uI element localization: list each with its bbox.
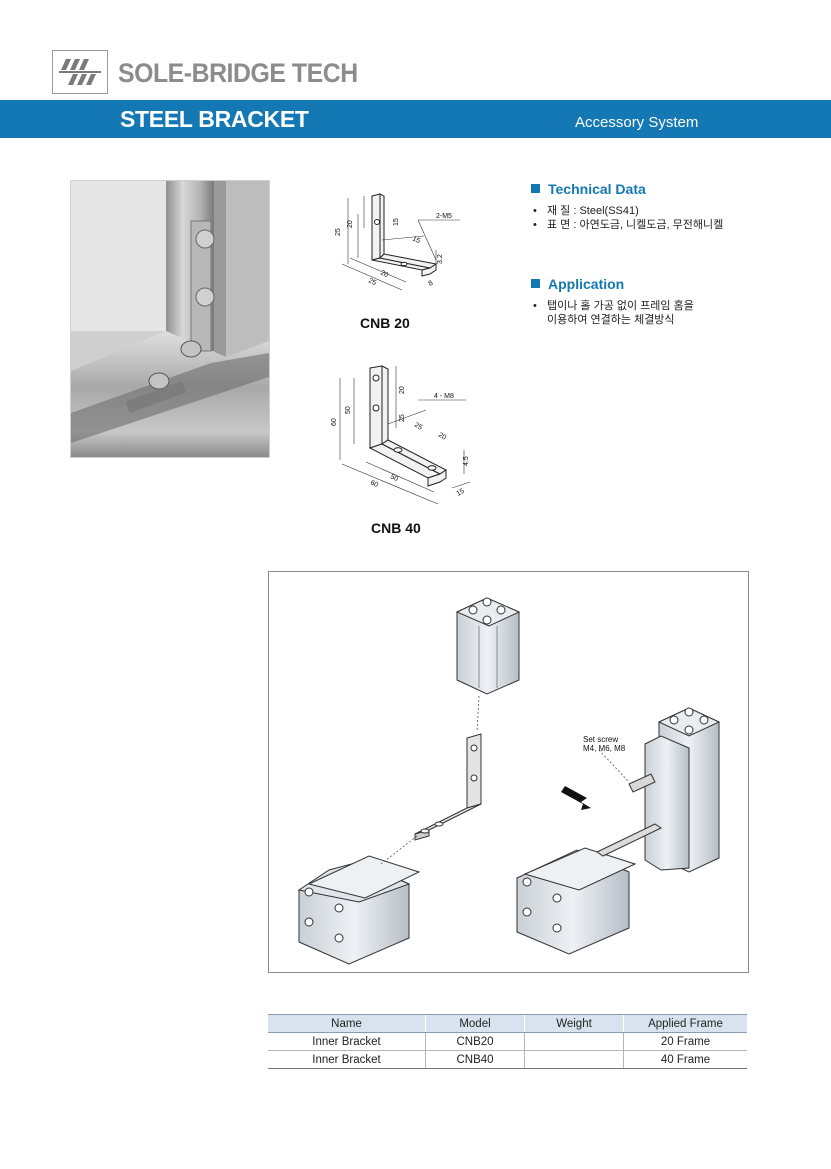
cnb20-drawing: 25 20 15 15 2-M5 3.2 20 25 8 <box>335 193 460 291</box>
cnb40-drawing: 60 50 20 25 25 4 - M8 20 4.5 60 50 15 <box>331 365 471 504</box>
arrow-icon <box>561 786 591 810</box>
cell-model: CNB20 <box>425 1032 525 1051</box>
brand-name: SOLE-BRIDGE TECH <box>118 58 358 88</box>
cnb20-dim-f: 3.2 <box>437 254 444 264</box>
cnb20-dim-b: 20 <box>347 220 354 228</box>
cnb40-caption: CNB 40 <box>371 520 421 536</box>
cell-applied-frame: 20 Frame <box>623 1032 747 1051</box>
model-table: Name Model Weight Applied Frame Inner Br… <box>268 1014 747 1069</box>
cell-name: Inner Bracket <box>268 1032 426 1051</box>
col-applied-frame: Applied Frame <box>623 1014 747 1033</box>
cnb20-dim-h: 25 <box>367 277 377 287</box>
col-weight: Weight <box>524 1014 624 1033</box>
cnb40-dim-h: 4.5 <box>463 456 470 466</box>
cnb40-dim-g: 20 <box>437 432 447 442</box>
tech-line-surface: •표 면 : 아연도금, 니켈도금, 무전해니켈 <box>533 219 724 231</box>
cell-model: CNB40 <box>425 1050 525 1069</box>
cell-weight <box>524 1050 624 1069</box>
application-line-1: •탭이나 홀 가공 없이 프레임 홈을 <box>533 300 694 312</box>
header-subtitle: Accessory System <box>575 114 699 131</box>
table-row: Inner Bracket CNB20 20 Frame <box>268 1032 747 1051</box>
application-line-2: 이용하여 연결하는 체결방식 <box>547 314 675 326</box>
cnb40-dim-d: 25 <box>399 414 406 422</box>
table-row: Inner Bracket CNB40 40 Frame <box>268 1050 747 1069</box>
cnb20-dim-c: 15 <box>393 218 400 226</box>
cnb40-dim-b: 50 <box>345 406 352 414</box>
cnb20-dim-a: 25 <box>335 228 342 236</box>
cnb40-dim-c: 20 <box>399 386 406 394</box>
square-bullet-icon <box>531 279 540 288</box>
col-model: Model <box>425 1014 525 1033</box>
cnb20-dim-i: 8 <box>428 280 435 288</box>
logo-mark-icon <box>59 59 101 85</box>
application-title: Application <box>531 276 624 292</box>
cnb20-caption: CNB 20 <box>360 315 410 331</box>
set-screw-sizes: M4, M6, M8 <box>583 744 626 753</box>
col-name: Name <box>268 1014 426 1033</box>
brand-logo <box>52 50 108 94</box>
cnb40-dim-f: 4 - M8 <box>434 393 454 400</box>
product-photo <box>70 180 270 458</box>
cnb20-dim-e: 2-M5 <box>436 213 452 220</box>
cell-weight <box>524 1032 624 1051</box>
technical-data-title: Technical Data <box>531 181 646 197</box>
cnb20-dim-d: 15 <box>411 235 421 245</box>
page-title: STEEL BRACKET <box>120 106 309 132</box>
square-bullet-icon <box>531 184 540 193</box>
tech-line-material: •재 질 : Steel(SS41) <box>533 205 639 217</box>
cnb40-dim-i: 60 <box>369 479 379 489</box>
set-screw-label: Set screw <box>583 735 618 744</box>
cnb40-dim-a: 60 <box>331 418 338 426</box>
cell-name: Inner Bracket <box>268 1050 426 1069</box>
assembly-illustration: Set screw M4, M6, M8 <box>268 571 749 973</box>
cnb40-dim-j: 50 <box>389 473 399 483</box>
cnb20-dim-g: 20 <box>379 269 389 279</box>
cnb40-dim-k: 15 <box>456 488 466 498</box>
cell-applied-frame: 40 Frame <box>623 1050 747 1069</box>
header-bar <box>0 100 831 138</box>
table-header-row: Name Model Weight Applied Frame <box>268 1014 747 1033</box>
cnb40-dim-e: 25 <box>413 422 423 432</box>
